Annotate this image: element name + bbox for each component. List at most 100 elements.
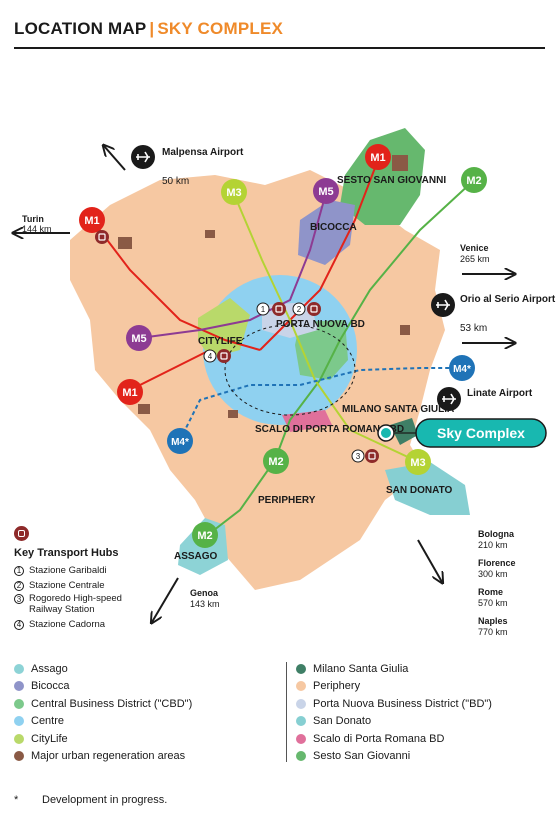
legend-item: Porta Nuova Business District ("BD") (296, 695, 492, 713)
title-separator: | (149, 19, 155, 38)
hub-4: 4 (203, 349, 217, 363)
label-periphery: PERIPHERY (258, 495, 316, 506)
airplane-icon-linate (437, 387, 461, 411)
train-icon-turin (95, 230, 109, 244)
hub-label: Rogoredo High-speed Railway Station (29, 593, 122, 615)
legend-label: Assago (31, 662, 68, 675)
dest-venice: Venice (460, 243, 489, 253)
legend-swatch (14, 751, 24, 762)
sky-complex-badge (415, 418, 547, 448)
hub-item: 3 Rogoredo High-speed Railway Station (14, 593, 139, 617)
m2-badge-assago: M2 (192, 522, 218, 548)
m4-line (179, 367, 462, 441)
legend-item: Central Business District ("CBD") (14, 695, 192, 713)
svg-text:M4*: M4* (171, 437, 189, 448)
legend-item: Major urban regeneration areas (14, 748, 192, 766)
page-title: LOCATION MAP|SKY COMPLEX (14, 19, 283, 39)
m1-line-west (91, 219, 261, 351)
m5-line (139, 192, 327, 339)
legend-swatch (14, 663, 24, 674)
footnote: *Development in progress. (14, 794, 167, 806)
legend-item: Centre (14, 713, 192, 731)
legend-label: Porta Nuova Business District ("BD") (313, 697, 492, 710)
svg-text:M4*: M4* (453, 364, 471, 375)
arrow-genoa (152, 577, 179, 622)
train-icon-garibaldi (272, 302, 286, 316)
legend-label: Sesto San Giovanni (313, 750, 411, 763)
airplane-icon-orio (431, 293, 455, 317)
m4-badge-east: M4* (449, 355, 475, 381)
legend-divider (286, 662, 287, 762)
m3-badge-south: M3 (405, 449, 431, 475)
dest-turin-dist: 144 km (22, 224, 52, 234)
svg-text:M3: M3 (226, 187, 241, 199)
legend-item: San Donato (296, 713, 492, 731)
label-sesto: SESTO SAN GIOVANNI (337, 175, 446, 186)
legend-label: Major urban regeneration areas (31, 750, 186, 763)
hub-label: Stazione Cadorna (29, 619, 106, 630)
m5-badge-west: M5 (126, 325, 152, 351)
legend-swatch (14, 681, 24, 692)
dest-turin: Turin (22, 214, 44, 224)
dest-bologna-dist: 210 km (478, 540, 508, 550)
dest-genoa-dist: 143 km (190, 599, 220, 609)
svg-text:M1: M1 (370, 152, 385, 164)
label-romana: SCALO DI PORTA ROMANA BD (255, 424, 404, 435)
hub-1: 1 (256, 302, 270, 316)
m1-badge-west: M1 (79, 207, 105, 233)
train-icon-centrale (307, 302, 321, 316)
legend-label: Scalo di Porta Romana BD (313, 732, 445, 745)
dest-naples: Naples (478, 616, 508, 626)
m1-badge-sw: M1 (117, 379, 143, 405)
legend-item: Assago (14, 660, 192, 678)
svg-text:M2: M2 (197, 530, 212, 542)
sesto-area (340, 128, 425, 225)
legend-swatch (296, 716, 306, 727)
label-san-donato: SAN DONATO (386, 485, 453, 496)
legend-swatch (14, 716, 24, 727)
arrow-south (417, 539, 442, 582)
sky-complex-pin-core (381, 428, 391, 438)
hub-number: 2 (14, 580, 24, 591)
regeneration-areas (118, 155, 410, 418)
hub-number: 1 (14, 565, 24, 576)
legend-label: Centre (31, 715, 65, 728)
label-porta-nuova: PORTA NUOVA BD (276, 319, 365, 330)
m5-badge-north: M5 (313, 178, 339, 204)
dest-florence-dist: 300 km (478, 569, 508, 579)
label-bicocca: BICOCCA (310, 222, 357, 233)
svg-text:1: 1 (261, 305, 266, 314)
svg-text:M1: M1 (122, 387, 137, 399)
svg-text:3: 3 (356, 452, 361, 461)
rail-loop (224, 324, 356, 416)
hub-item: 2 Stazione Centrale (14, 578, 139, 593)
m3-line (233, 193, 411, 459)
title-rule (14, 47, 545, 49)
legend-item: Periphery (296, 678, 492, 696)
dest-rome: Rome (478, 587, 503, 597)
label-citylife: CITYLIFE (198, 336, 243, 347)
svg-text:M5: M5 (131, 333, 146, 345)
san-donato-area (385, 462, 470, 515)
hub-label: Stazione Centrale (29, 580, 105, 591)
m2-line (204, 181, 473, 538)
hub-number: 3 (14, 594, 24, 604)
hub-3: 3 (351, 449, 365, 463)
m1-badge-north: M1 (365, 144, 391, 170)
train-icon-rogoredo (365, 449, 379, 463)
svg-text:M2: M2 (466, 175, 481, 187)
title-main: LOCATION MAP (14, 19, 147, 38)
santa-giulia-area (390, 418, 418, 445)
legend-swatch (296, 751, 306, 762)
legend-item: Bicocca (14, 678, 192, 696)
label-santa-giulia: MILANO SANTA GIULIA (342, 404, 454, 415)
dest-genoa: Genoa (190, 588, 219, 598)
legend-item: CityLife (14, 730, 192, 748)
m1-line-sw (129, 349, 211, 391)
m3-badge-north: M3 (221, 179, 247, 205)
m2-badge-ne: M2 (461, 167, 487, 193)
legend-swatch (14, 733, 24, 744)
